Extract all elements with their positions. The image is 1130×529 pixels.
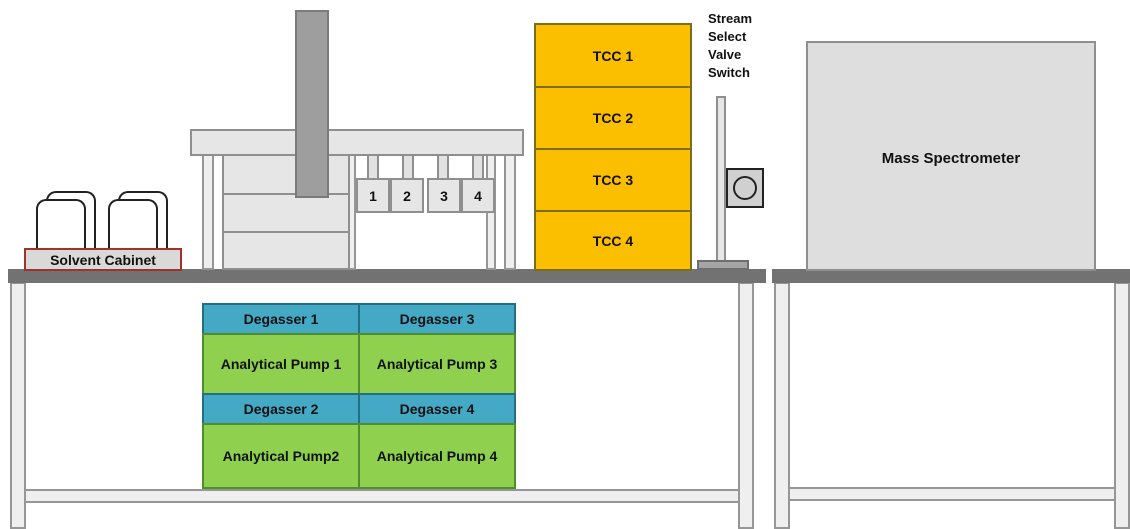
autosampler-divider-2 bbox=[224, 231, 348, 233]
valve-stand-base bbox=[697, 260, 749, 270]
degasser-1: Degasser 1 bbox=[202, 303, 360, 335]
vial-3-label: 3 bbox=[440, 187, 448, 204]
solvent-cabinet: Solvent Cabinet bbox=[24, 248, 182, 271]
vial-stem-3 bbox=[437, 154, 449, 180]
analytical-pump-3: Analytical Pump 3 bbox=[358, 333, 516, 395]
valve-stand-pole bbox=[716, 96, 726, 262]
valve-knob-icon bbox=[733, 176, 757, 200]
vial-4: 4 bbox=[461, 178, 495, 213]
vial-3: 3 bbox=[427, 178, 461, 213]
vial-stem-4 bbox=[472, 154, 484, 180]
tcc-module-1-label: TCC 1 bbox=[592, 47, 634, 64]
vial-2-label: 2 bbox=[403, 187, 411, 204]
gantry-post-right-outer bbox=[504, 154, 516, 270]
solvent-bottle-2-front bbox=[108, 199, 158, 253]
tcc-module-3-label: TCC 3 bbox=[592, 172, 634, 188]
analytical-pump-1: Analytical Pump 1 bbox=[202, 333, 360, 395]
degasser-2-label: Degasser 2 bbox=[243, 401, 319, 417]
tcc-module-2-label: TCC 2 bbox=[592, 110, 634, 126]
analytical-pump-2-label: Analytical Pump2 bbox=[222, 448, 340, 464]
vial-stem-2 bbox=[402, 154, 414, 180]
gantry-post-left-outer bbox=[202, 154, 214, 270]
right-bench-rail bbox=[788, 487, 1116, 501]
analytical-pump-1-label: Analytical Pump 1 bbox=[220, 356, 342, 372]
left-bench-leg-right bbox=[738, 282, 754, 529]
right-bench-top bbox=[772, 269, 1130, 283]
left-bench-leg-left bbox=[10, 282, 26, 529]
right-bench-leg-right bbox=[1114, 282, 1130, 529]
gantry-crossbar bbox=[190, 129, 524, 156]
autosampler-divider-1 bbox=[224, 193, 348, 195]
mass-spectrometer: Mass Spectrometer bbox=[806, 41, 1096, 271]
solvent-bottle-1-front bbox=[36, 199, 86, 253]
vial-1-label: 1 bbox=[369, 187, 377, 204]
vial-2: 2 bbox=[390, 178, 424, 213]
valve-label-line-4: Switch bbox=[708, 65, 750, 80]
analytical-pump-4: Analytical Pump 4 bbox=[358, 423, 516, 489]
degasser-1-label: Degasser 1 bbox=[243, 311, 319, 327]
analytical-pump-4-label: Analytical Pump 4 bbox=[376, 448, 498, 464]
tcc-module-1: TCC 1 bbox=[534, 23, 692, 88]
tcc-module-2: TCC 2 bbox=[534, 86, 692, 150]
degasser-2: Degasser 2 bbox=[202, 393, 360, 425]
vial-1: 1 bbox=[356, 178, 390, 213]
valve-label-line-1: Stream bbox=[708, 11, 753, 26]
valve-label-line-3: Valve bbox=[708, 47, 742, 62]
degasser-4-label: Degasser 4 bbox=[399, 401, 475, 417]
valve-label: Stream Select Valve Switch bbox=[708, 10, 778, 82]
degasser-3-label: Degasser 3 bbox=[399, 311, 475, 327]
tcc-module-3: TCC 3 bbox=[534, 148, 692, 212]
solvent-cabinet-label: Solvent Cabinet bbox=[50, 251, 156, 268]
sampler-arm-column bbox=[295, 10, 329, 198]
right-bench-leg-left bbox=[774, 282, 790, 529]
tcc-module-4-label: TCC 4 bbox=[592, 232, 634, 249]
autosampler-body bbox=[222, 154, 350, 270]
mass-spectrometer-label: Mass Spectrometer bbox=[881, 150, 1021, 167]
valve-label-line-2: Select bbox=[708, 29, 747, 44]
degasser-4: Degasser 4 bbox=[358, 393, 516, 425]
left-bench-top bbox=[8, 269, 766, 283]
degasser-3: Degasser 3 bbox=[358, 303, 516, 335]
analytical-pump-3-label: Analytical Pump 3 bbox=[376, 356, 498, 372]
left-bench-rail bbox=[24, 489, 740, 503]
vial-4-label: 4 bbox=[474, 187, 482, 204]
analytical-pump-2: Analytical Pump2 bbox=[202, 423, 360, 489]
vial-stem-1 bbox=[367, 154, 379, 180]
tcc-module-4: TCC 4 bbox=[534, 210, 692, 271]
